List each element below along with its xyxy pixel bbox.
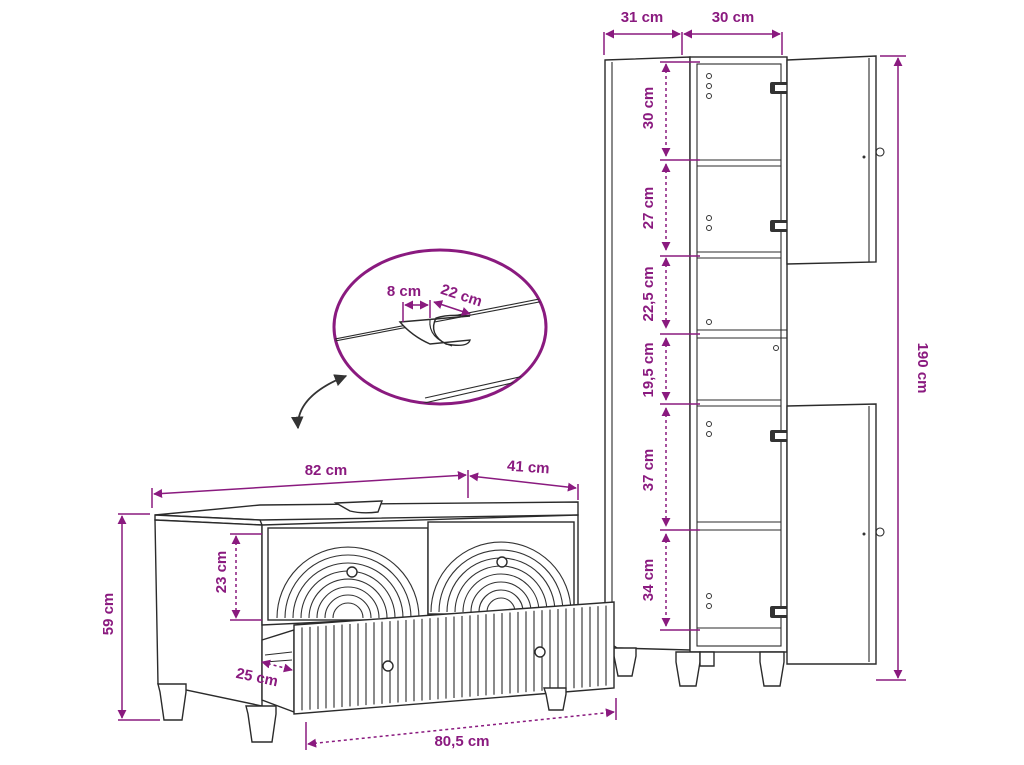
label-shelf-2: 27 cm	[640, 187, 657, 230]
drawer-flutes	[301, 605, 607, 711]
label-drawer-height: 23 cm	[213, 551, 230, 594]
dimension-lines	[117, 29, 906, 750]
shelf-pin-holes	[706, 73, 779, 609]
label-vanity-height: 59 cm	[100, 593, 117, 636]
label-cabinet-width: 30 cm	[712, 9, 755, 26]
top-cutout	[333, 500, 384, 514]
zoom-ellipse	[332, 248, 548, 406]
label-drawer-width: 80,5 cm	[434, 733, 489, 750]
label-cabinet-depth: 31 cm	[621, 9, 664, 26]
label-cutout-8: 8 cm	[387, 283, 421, 300]
label-vanity-depth: 41 cm	[506, 458, 550, 478]
label-shelf-6: 34 cm	[640, 559, 657, 602]
label-shelf-3: 22,5 cm	[640, 266, 657, 321]
label-shelf-4: 19,5 cm	[640, 342, 657, 397]
cabinet-legs	[613, 647, 785, 687]
vanity-legs	[157, 683, 567, 743]
lower-door	[786, 403, 877, 665]
vanity-unit	[154, 500, 615, 743]
lower-knob-right	[534, 646, 546, 658]
lower-knob-left	[382, 660, 394, 672]
cutout-zoom-callout	[291, 248, 548, 430]
cabinet-shelves	[697, 159, 787, 629]
label-shelf-5: 37 cm	[640, 449, 657, 492]
cabinet-front-frame	[689, 56, 788, 653]
label-shelf-1: 30 cm	[640, 87, 657, 130]
dimension-labels: 31 cm 30 cm 30 cm 27 cm 22,5 cm 19,5 cm …	[100, 9, 931, 750]
upper-knob-right	[496, 556, 508, 568]
upper-door	[786, 55, 877, 265]
label-vanity-width: 82 cm	[305, 462, 348, 479]
upper-drawer-right	[427, 521, 575, 615]
label-cabinet-height: 190 cm	[914, 343, 931, 394]
upper-knob-left	[346, 566, 358, 578]
